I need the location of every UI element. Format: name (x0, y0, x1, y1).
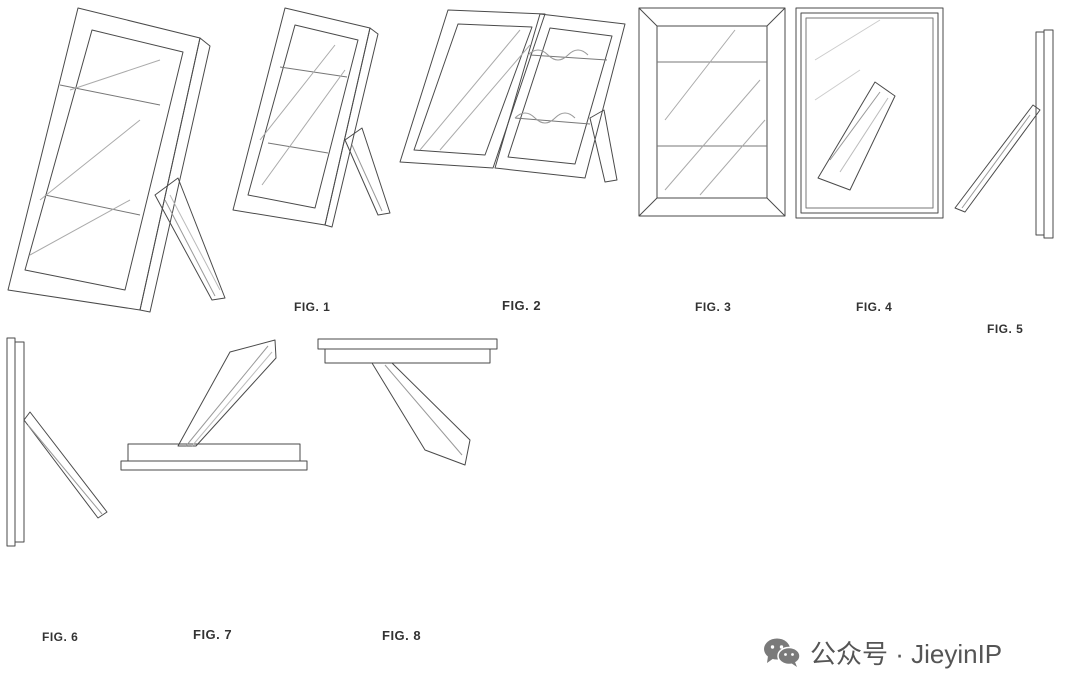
fig8-drawing (317, 338, 498, 466)
fig8-label: FIG. 8 (382, 628, 422, 643)
fig5-side-drawing (954, 29, 1054, 239)
fig3-drawing (399, 9, 626, 183)
wechat-icon (764, 638, 801, 667)
fig1-label: FIG. 1 (294, 300, 331, 314)
watermark-text: 公众号 · JieyinIP (810, 638, 1003, 669)
fig3-label: FIG. 3 (695, 300, 732, 314)
fig2-label: FIG. 2 (502, 298, 542, 313)
fig1-drawing (7, 7, 226, 313)
fig6-label: FIG. 6 (42, 630, 79, 644)
fig6-drawing (6, 337, 108, 547)
fig4-drawing (638, 7, 786, 217)
fig5-label: FIG. 5 (987, 322, 1024, 336)
fig5-drawing (795, 7, 944, 219)
watermark: 公众号 · JieyinIP (762, 634, 1002, 670)
fig7-label: FIG. 7 (193, 627, 233, 642)
fig7-drawing (120, 339, 308, 471)
fig2-drawing (232, 7, 391, 228)
fig4-label: FIG. 4 (856, 300, 893, 314)
